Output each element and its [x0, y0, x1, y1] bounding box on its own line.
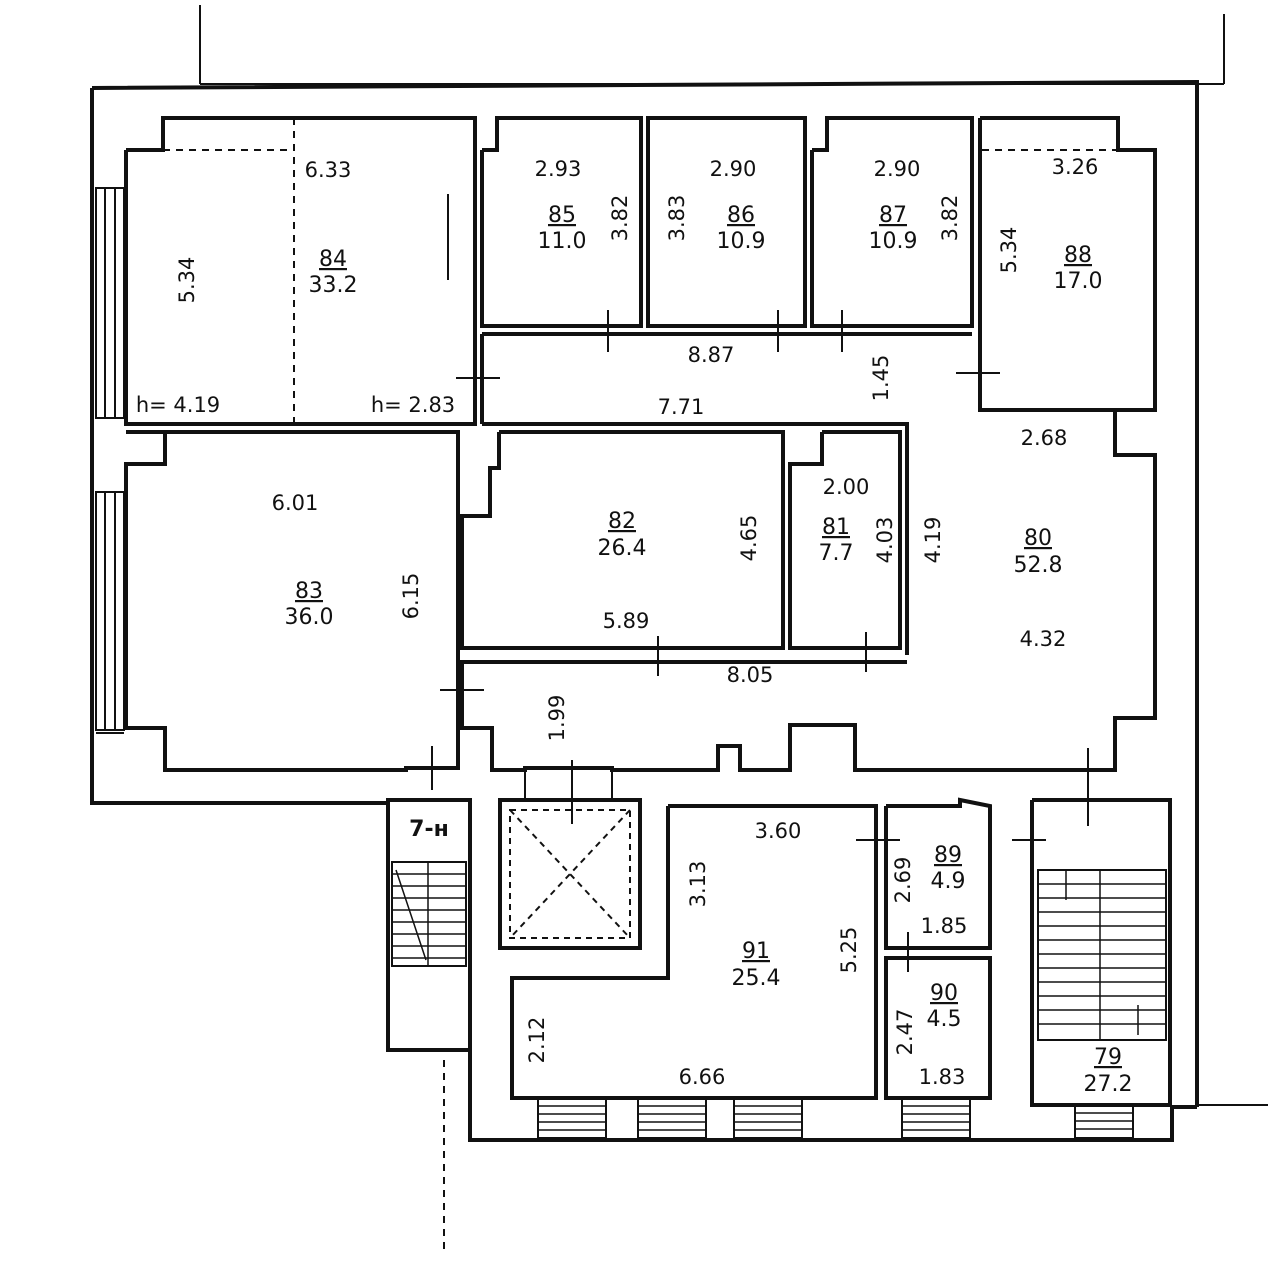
room-area: 4.9 [931, 869, 966, 894]
room-number: 82 [608, 509, 636, 534]
door-marks [431, 194, 1089, 972]
dimension-label: 5.25 [837, 927, 861, 974]
dimension-label: 3.83 [665, 195, 689, 242]
room-number: 90 [930, 981, 958, 1006]
dimension-label: 4.65 [737, 515, 761, 562]
room-87: 87 10.9 [869, 203, 918, 254]
room-area: 4.5 [927, 1007, 962, 1032]
room-91: 91 25.4 [732, 939, 781, 991]
dimension-label: 2.47 [893, 1009, 917, 1056]
dimension-label: 3.60 [755, 819, 802, 843]
room-number: 88 [1064, 243, 1092, 268]
room-81: 81 7.7 [819, 515, 854, 566]
dimension-label: 2.68 [1021, 426, 1068, 450]
west-windows [95, 187, 125, 731]
dimension-label: 8.87 [688, 343, 735, 367]
dimension-label: 4.32 [1020, 627, 1067, 651]
dimension-label: 5.89 [603, 609, 650, 633]
dimension-label: 6.66 [679, 1065, 726, 1089]
dimension-label: h= 4.19 [136, 393, 220, 417]
room-number: 83 [295, 579, 323, 604]
room-85: 85 11.0 [538, 203, 587, 254]
room-number: 89 [934, 843, 962, 868]
room-number: 79 [1094, 1045, 1122, 1070]
dimension-label: 3.82 [938, 195, 962, 242]
dimension-label: 6.01 [272, 491, 319, 515]
room-area: 7.7 [819, 541, 854, 566]
dimension-label: 2.90 [710, 157, 757, 181]
dimension-label: 4.03 [873, 517, 897, 564]
dimension-label: 1.85 [921, 914, 968, 938]
dimension-label: 2.69 [891, 857, 915, 904]
dimension-label: 8.05 [727, 663, 774, 687]
room-number: 91 [742, 939, 770, 964]
dimension-label: 2.00 [823, 475, 870, 499]
room-area: 52.8 [1014, 553, 1063, 578]
dimension-label: 2.12 [525, 1017, 549, 1064]
dimension-label: h= 2.83 [371, 393, 455, 417]
room-area: 27.2 [1084, 1072, 1133, 1097]
dimension-label: 3.82 [608, 195, 632, 242]
room-88: 88 17.0 [1054, 243, 1103, 294]
dimension-label: 2.93 [535, 157, 582, 181]
dimension-label: 2.90 [874, 157, 921, 181]
room-area: 17.0 [1054, 269, 1103, 294]
dimension-label: 5.34 [997, 227, 1021, 274]
dimension-label: 6.33 [305, 158, 352, 182]
room-labels: 84 33.2 85 11.0 86 10.9 87 10.9 88 17.0 … [285, 203, 1133, 1097]
stair-treads [391, 861, 1167, 1041]
stair-label: 7-н [409, 817, 449, 842]
dimension-label: 6.15 [399, 573, 423, 620]
room-84: 84 33.2 [309, 247, 358, 298]
room-number: 85 [548, 203, 576, 228]
room-area: 10.9 [717, 229, 766, 254]
room-89: 89 4.9 [931, 843, 966, 894]
dimension-label: 5.34 [175, 257, 199, 304]
room-area: 33.2 [309, 273, 358, 298]
room-area: 11.0 [538, 229, 587, 254]
room-area: 26.4 [598, 536, 647, 561]
room-number: 81 [822, 515, 850, 540]
room-82: 82 26.4 [598, 509, 647, 561]
dimension-labels: 6.33 5.34 h= 4.19 h= 2.83 2.93 3.82 3.83… [136, 155, 1099, 1089]
room-number: 84 [319, 247, 347, 272]
room-83: 83 36.0 [285, 579, 334, 630]
dimension-label: 4.19 [921, 517, 945, 564]
dimension-label: 7.71 [658, 395, 705, 419]
dimension-label: 1.45 [869, 355, 893, 402]
room-number: 87 [879, 203, 907, 228]
dimension-label: 3.26 [1052, 155, 1099, 179]
room-number: 80 [1024, 526, 1052, 551]
dimension-label: 3.13 [686, 861, 710, 908]
room-80: 80 52.8 [1014, 526, 1063, 578]
dimension-label: 1.83 [919, 1065, 966, 1089]
dimension-label: 1.99 [545, 695, 569, 742]
room-90: 90 4.5 [927, 981, 962, 1032]
room-86: 86 10.9 [717, 203, 766, 254]
south-windows [537, 1097, 1134, 1139]
room-area: 10.9 [869, 229, 918, 254]
room-number: 86 [727, 203, 755, 228]
room-walls [124, 116, 1172, 1107]
room-area: 25.4 [732, 966, 781, 991]
room-79: 79 27.2 [1084, 1045, 1133, 1097]
room-area: 36.0 [285, 605, 334, 630]
